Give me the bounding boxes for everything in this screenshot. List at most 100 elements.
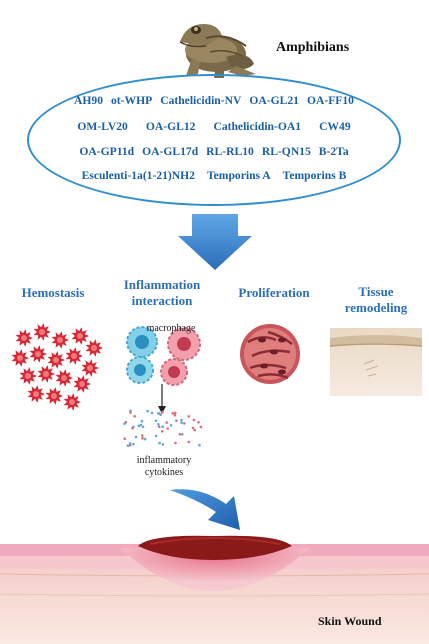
peptide-label: Temporins B — [282, 169, 347, 182]
cytokine-dot — [143, 437, 147, 441]
platelet — [33, 323, 51, 341]
cytokine-dot — [166, 427, 169, 430]
cytokine-dot — [199, 425, 203, 429]
platelet — [63, 393, 81, 411]
cytokines-label-line2: cytokines — [144, 467, 184, 478]
peptide-label: RL-RL10 — [206, 145, 254, 158]
cytokine-arrow-icon — [158, 384, 166, 414]
macrophage-cells — [126, 326, 201, 386]
platelet — [45, 387, 63, 405]
macrophage-cell — [160, 358, 188, 386]
cytokine-dot — [161, 443, 165, 446]
cytokine-dot — [161, 425, 164, 428]
platelet — [11, 349, 29, 367]
cytokines-label: inflammatory cytokines — [116, 455, 212, 479]
platelet — [55, 369, 73, 387]
peptide-label: RL-QN15 — [261, 145, 311, 158]
tissue-remodeling-illustration — [329, 328, 423, 396]
cytokine-dot — [141, 434, 144, 437]
stage-remodeling-line1: Tissue — [358, 284, 394, 299]
platelet — [47, 351, 65, 369]
cytokine-dot — [158, 441, 161, 445]
cytokine-dot — [133, 415, 136, 418]
cytokine-dot — [183, 422, 186, 425]
platelet — [65, 347, 83, 365]
peptide-label: OM-LV20 — [77, 120, 128, 133]
cytokine-dot — [180, 421, 183, 425]
cytokine-dot — [128, 443, 132, 447]
cytokine-dot — [198, 443, 201, 447]
cytokine-dot — [146, 409, 149, 413]
cytokine-dot — [180, 418, 183, 422]
stage-inflammation-line1: Inflammation — [123, 277, 201, 292]
cytokine-dot — [139, 423, 143, 427]
skin-wound-illustration — [0, 535, 429, 644]
skin-wound-label: Skin Wound — [318, 614, 382, 628]
platelet — [29, 345, 47, 363]
peptide-ellipse — [27, 74, 401, 206]
peptide-label: Cathelicidin-OA1 — [213, 120, 302, 133]
peptide-label: B-2Ta — [318, 145, 349, 158]
amphibians-title: Amphibians — [276, 40, 350, 55]
cytokine-dot — [174, 441, 177, 445]
cytokine-dot — [192, 418, 196, 422]
peptide-label: AH90 — [74, 94, 103, 107]
stage-inflammation: Inflammation interaction — [112, 277, 212, 309]
cytokine-dot — [140, 419, 144, 423]
cytokine-dot — [123, 437, 126, 440]
cytokine-dot — [171, 412, 174, 415]
platelet-cluster — [11, 323, 103, 411]
cytokine-dot — [157, 412, 160, 415]
peptide-row-4: Esculenti-1a(1-21)NH2 Temporins A Temporin… — [27, 169, 401, 182]
cytokine-dot — [165, 421, 168, 424]
cytokine-dot — [161, 430, 164, 433]
proliferation-cells — [240, 324, 300, 384]
cytokine-dot — [159, 413, 162, 417]
cytokine-dot — [141, 425, 145, 429]
cytokine-dot — [141, 436, 144, 440]
cytokine-dot — [154, 419, 158, 423]
cytokine-dot — [150, 411, 154, 415]
peptide-row-2: OM-LV20 OA-GL12 Cathelicidin-OA1 CW49 — [27, 120, 401, 133]
down-arrow-icon — [178, 214, 252, 270]
cytokine-dot — [154, 434, 158, 438]
cytokine-dot — [178, 433, 182, 436]
cytokine-dot — [174, 411, 177, 415]
peptide-label: CW49 — [319, 120, 351, 133]
peptide-label: Temporins A — [206, 169, 271, 182]
platelet — [37, 365, 55, 383]
cytokine-dot — [191, 426, 195, 430]
cytokine-dot — [173, 413, 177, 417]
stage-remodeling-line2: remodeling — [344, 300, 408, 315]
cytokine-dot — [131, 426, 134, 430]
cytokine-dot — [129, 411, 132, 414]
stage-proliferation: Proliferation — [238, 285, 310, 300]
stage-hemostasis: Hemostasis — [21, 285, 85, 300]
platelet — [15, 329, 33, 347]
peptide-label: OA-GL21 — [249, 94, 299, 107]
peptide-label: Cathelicidin-NV — [160, 94, 242, 107]
cytokine-dot — [187, 440, 191, 444]
cytokine-dot — [193, 428, 196, 432]
stage-inflammation-line2: interaction — [131, 293, 193, 308]
cytokine-dot — [181, 433, 184, 436]
cytokine-dot — [169, 424, 173, 427]
peptide-label: OA-GL12 — [145, 120, 196, 133]
cytokine-dot — [137, 424, 141, 428]
platelet — [19, 367, 37, 385]
peptide-label: Esculenti-1a(1-21)NH2 — [81, 169, 195, 182]
cytokine-dots — [123, 409, 203, 447]
frog-illustration — [179, 24, 256, 78]
cytokine-dot — [123, 422, 126, 425]
platelet — [27, 385, 45, 403]
macrophage-cell — [126, 356, 154, 384]
macrophage-label: macrophage — [146, 323, 196, 334]
stage-tissue-remodeling: Tissue remodeling — [330, 284, 422, 316]
platelet — [81, 359, 99, 377]
platelet — [51, 331, 69, 349]
cytokine-dot — [157, 425, 161, 428]
platelet — [85, 339, 103, 357]
cytokine-dot — [134, 435, 138, 439]
